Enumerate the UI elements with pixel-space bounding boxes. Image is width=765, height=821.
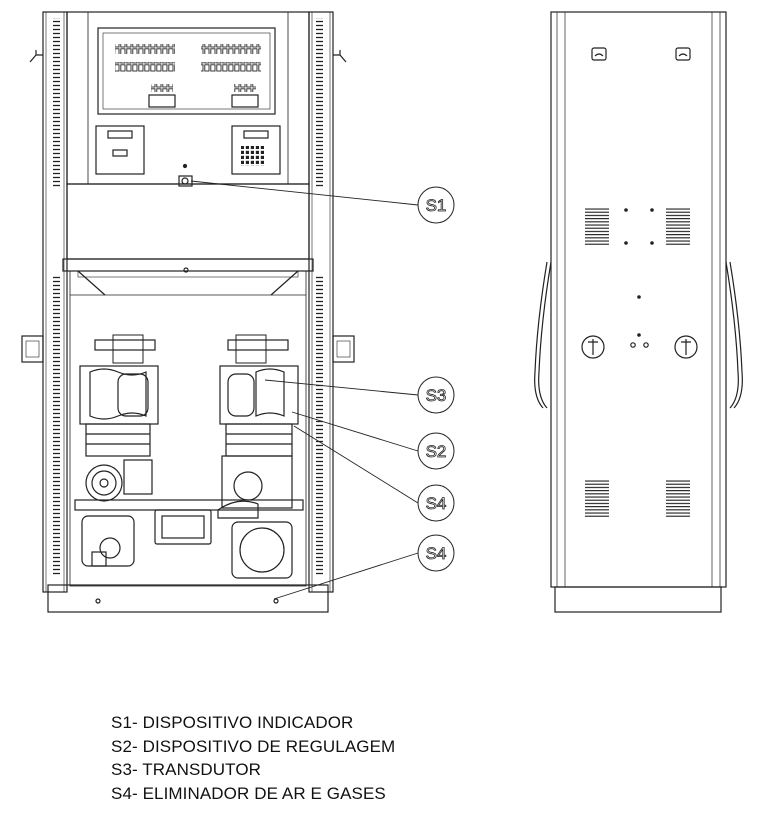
card-reader-panel [95,125,145,175]
side-view [534,11,743,613]
legend-item-s1: S1- DISPOSITIVO INDICADOR [111,713,354,732]
left-lifting-handle [591,47,607,61]
right-side-nozzle [674,335,698,359]
display-panel [97,27,276,115]
svg-text:S4: S4 [426,494,447,513]
upper-left-grille [585,208,609,246]
right-meter-assembly [217,334,299,579]
left-meter-assembly [79,334,159,567]
left-column [42,11,68,593]
svg-text:S2: S2 [426,442,447,461]
svg-text:S3: S3 [426,386,447,405]
left-side-nozzle [581,335,605,359]
hydraulic-housing [62,258,314,587]
fuel-dispenser-drawing: S1 S3 S2 S4 S4 [21,11,743,613]
legend: S1- DISPOSITIVO INDICADOR S2- DISPOSITIV… [111,711,395,805]
right-lifting-handle [675,47,691,61]
upper-right-grille [666,208,690,246]
legend-item-s3: S3- TRANSDUTOR [111,760,262,779]
lower-left-grille [585,480,609,518]
callout-s4-upper: S4 [417,484,455,522]
left-hook [29,50,43,63]
svg-text:S1: S1 [426,196,447,215]
svg-text:S4: S4 [426,544,447,563]
callout-s4-lower: S4 [417,534,455,572]
legend-item-s4: S4- ELIMINADOR DE AR E GASES [111,783,386,803]
right-nozzle-holder [332,335,355,363]
front-base [47,584,329,613]
legend-item-s2: S2- DISPOSITIVO DE REGULAGEM [111,736,396,756]
left-nozzle-holder [21,335,44,363]
callout-s3: S3 [417,376,455,414]
callout-s2: S2 [417,432,455,470]
right-hook [333,50,347,63]
keypad-panel [231,125,281,175]
callout-leaders [190,180,419,600]
side-base [554,586,722,613]
lower-right-grille [666,480,690,518]
right-column [308,11,334,593]
callout-s1: S1 [417,186,455,224]
front-view [21,11,355,613]
